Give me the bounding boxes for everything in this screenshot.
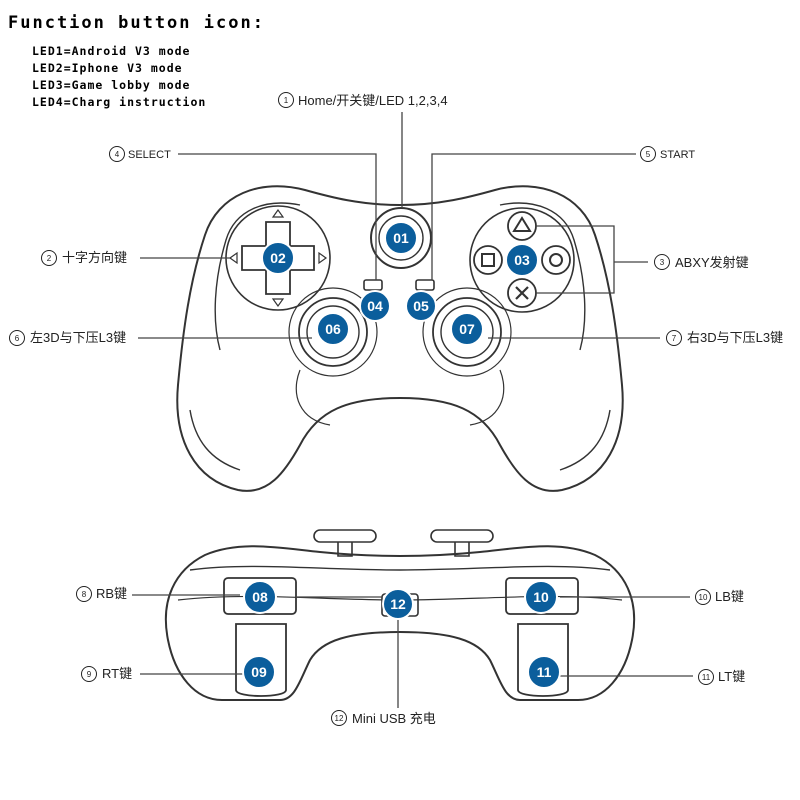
led-line-4: LED4=Charg instruction [32,95,206,109]
callout-12-number: 12 [335,714,344,723]
badge-08-rb[interactable]: 08 [243,580,277,614]
led-line-1: LED1=Android V3 mode [32,44,190,58]
triangle-button-icon [512,216,532,232]
badge-11-text: 11 [537,664,552,680]
led-line-3: LED3=Game lobby mode [32,78,190,92]
callout-4-label: SELECT [128,149,171,161]
callout-12-label: Mini USB 充电 [352,711,436,726]
led-legend: LED1=Android V3 mode LED2=Iphone V3 mode… [32,44,206,109]
badge-07-text: 07 [459,321,475,337]
badge-09-text: 09 [251,664,267,680]
callout-10-label: LB键 [715,589,744,604]
badge-01-text: 01 [393,230,409,246]
badge-02-text: 02 [270,250,286,266]
callout-7-label: 右3D与下压L3键 [687,330,783,345]
leader-3 [536,225,648,294]
callout-4-number: 4 [115,150,120,159]
badge-04-select[interactable]: 04 [359,290,391,322]
callout-2-number: 2 [47,254,52,263]
header-title: Function button icon: [8,13,265,33]
leader-4 [178,153,377,280]
badge-08-text: 08 [252,589,268,605]
badge-07-right-stick[interactable]: 07 [450,312,484,346]
callout-8-number: 8 [82,590,87,599]
callout-labels: 1 Home/开关键/LED 1,2,3,4 4 SELECT 5 START … [9,92,783,726]
controller-body-outline [176,185,624,492]
badge-10-lb[interactable]: 10 [524,580,558,614]
leader-5 [431,153,636,280]
callout-5-number: 5 [646,150,651,159]
callout-1-number: 1 [284,96,289,105]
callout-6-number: 6 [15,334,20,343]
callout-10-number: 10 [699,593,708,602]
led-line-2: LED2=Iphone V3 mode [32,61,183,75]
square-button-icon [481,253,495,267]
callout-3-label: ABXY发射键 [675,255,749,270]
callout-1-label: Home/开关键/LED 1,2,3,4 [298,93,448,108]
badge-02-dpad[interactable]: 02 [261,241,295,275]
callout-5-label: START [660,149,695,161]
badge-01-home-button[interactable]: 01 [384,221,418,255]
cross-button-icon [515,286,529,300]
callout-11-number: 11 [702,673,711,682]
callout-6-label: 左3D与下压L3键 [30,330,126,345]
badge-05-start[interactable]: 05 [405,290,437,322]
badge-03-action-buttons[interactable]: 03 [505,243,539,277]
badge-06-text: 06 [325,321,341,337]
callout-7-number: 7 [672,334,677,343]
badge-10-text: 10 [533,589,549,605]
badge-05-text: 05 [413,298,429,314]
callout-9-number: 9 [87,670,92,679]
badge-12-usb[interactable]: 12 [382,588,414,620]
badge-04-text: 04 [367,298,383,314]
circle-button-icon [549,253,563,267]
badge-11-lt[interactable]: 11 [527,655,561,689]
callout-3-number: 3 [660,258,665,267]
badge-09-rt[interactable]: 09 [242,655,276,689]
badge-06-left-stick[interactable]: 06 [316,312,350,346]
badge-03-text: 03 [514,252,530,268]
callout-2-label: 十字方向键 [62,250,127,265]
number-badges: 01 02 03 04 05 06 07 08 [242,221,561,689]
leader-lines [132,112,693,708]
callout-11-label: LT键 [718,669,745,684]
badge-12-text: 12 [390,596,406,612]
callout-9-label: RT键 [102,666,132,681]
controller-top-outline [164,545,636,701]
callout-8-label: RB键 [96,586,127,601]
